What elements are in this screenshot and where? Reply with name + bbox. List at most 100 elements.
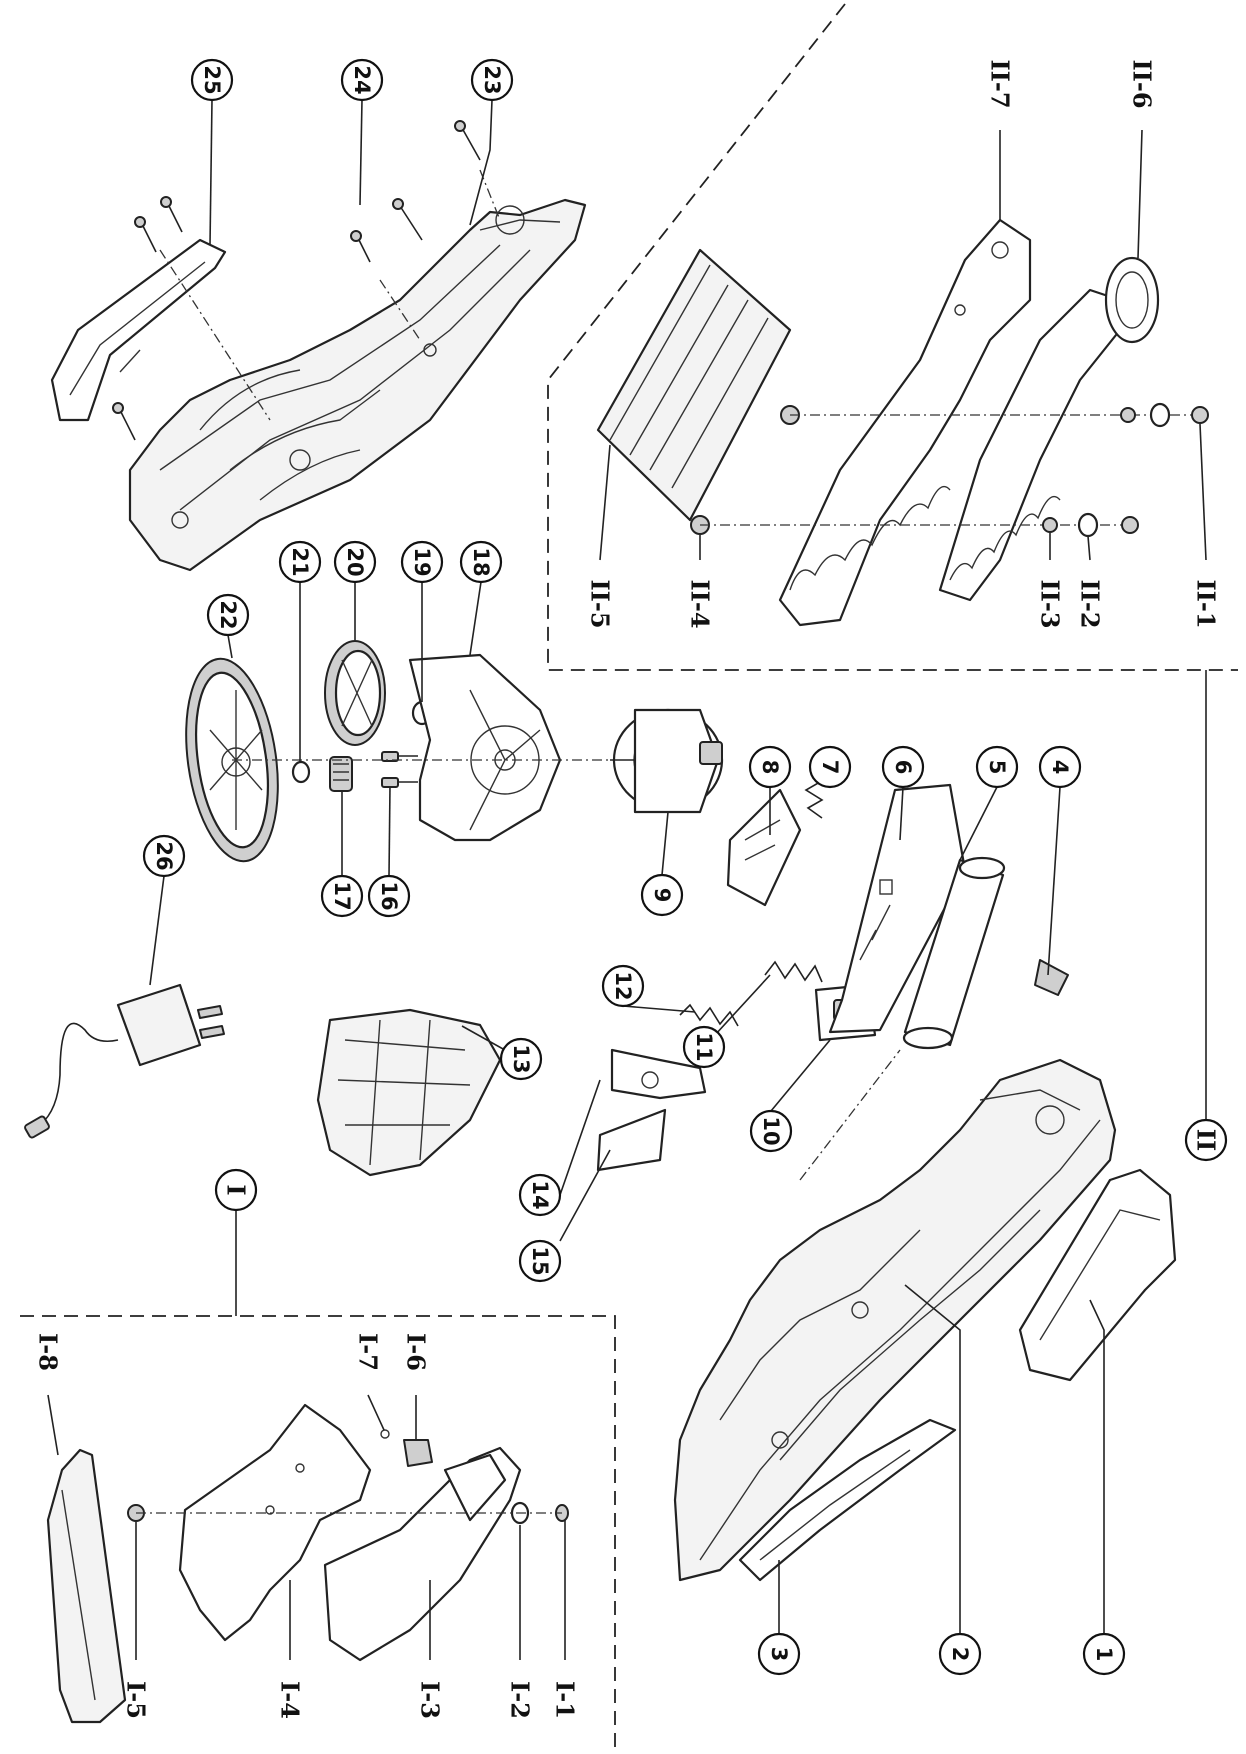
part-21-washer — [291, 760, 311, 784]
callout-11: 11 — [682, 1025, 726, 1069]
part-i-6-knob — [403, 1439, 433, 1467]
callout-8: 8 — [748, 745, 792, 789]
part-ii-5-blade-guard — [596, 248, 792, 522]
part-5-battery — [902, 856, 1006, 1050]
part-8-inner-holder — [726, 788, 802, 907]
label-ii-4: II-4 — [686, 579, 715, 628]
callout-10: 10 — [749, 1109, 793, 1153]
callout-17: 17 — [320, 874, 364, 918]
label-ii-3: II-3 — [1036, 579, 1065, 628]
svg-text:26: 26 — [152, 841, 176, 870]
part-ii-1-locknut — [1121, 406, 1209, 534]
label-ii-6: II-6 — [1128, 59, 1157, 108]
part-6-battery-plate — [828, 783, 967, 1034]
callout-group-i: I — [214, 1168, 258, 1212]
svg-text:5: 5 — [985, 760, 1009, 775]
part-ii-7-upper-blade — [778, 218, 1032, 627]
part-i-3-lower-blade — [323, 1446, 522, 1662]
callout-1: 1 — [1082, 1632, 1126, 1676]
svg-text:18: 18 — [469, 547, 493, 576]
part-i-7-pin — [380, 1429, 390, 1439]
svg-text:20: 20 — [343, 547, 367, 576]
svg-text:12: 12 — [611, 971, 635, 1000]
part-13-battery-cover — [316, 1008, 502, 1177]
callout-14: 14 — [518, 1173, 562, 1217]
callout-25: 25 — [190, 58, 234, 102]
label-i-7: I-7 — [354, 1333, 383, 1371]
callout-13: 13 — [499, 1037, 543, 1081]
callout-9: 9 — [640, 873, 684, 917]
svg-text:1: 1 — [1092, 1647, 1116, 1662]
part-9-motor — [610, 708, 724, 814]
callout-22: 22 — [206, 593, 250, 637]
svg-text:16: 16 — [377, 881, 401, 910]
callout-20: 20 — [333, 540, 377, 584]
svg-text:21: 21 — [288, 547, 312, 576]
part-12-spring — [679, 1003, 739, 1027]
part-11-spring — [764, 960, 823, 983]
callout-21: 21 — [278, 540, 322, 584]
group-i-frame — [20, 1315, 616, 1754]
label-ii-7: II-7 — [986, 59, 1015, 108]
callout-19: 19 — [400, 540, 444, 584]
part-3-side-trim — [738, 1418, 957, 1582]
part-ii-4-bolt — [690, 405, 800, 535]
label-i-2: I-2 — [506, 1681, 535, 1719]
part-17-pinion — [329, 756, 353, 792]
callout-16: 16 — [367, 874, 411, 918]
label-i-8: I-8 — [34, 1333, 63, 1371]
svg-text:25: 25 — [200, 65, 224, 94]
callout-6: 6 — [881, 745, 925, 789]
part-i-4-shear-blade — [178, 1403, 372, 1642]
svg-text:15: 15 — [528, 1246, 552, 1275]
part-15-blade-guard — [596, 1108, 667, 1172]
svg-text:2: 2 — [948, 1647, 972, 1662]
callout-4: 4 — [1038, 745, 1082, 789]
callout-bubbles: 1 2 3 4 5 6 7 8 9 10 11 12 13 14 15 16 1… — [142, 58, 1228, 1676]
svg-text:13: 13 — [509, 1044, 533, 1073]
svg-text:4: 4 — [1048, 760, 1072, 775]
callout-23: 23 — [470, 58, 514, 102]
part-26-charger — [24, 983, 225, 1139]
part-25-handle — [50, 238, 227, 422]
part-housing-back-shell — [128, 198, 587, 572]
label-ii-5: II-5 — [586, 579, 615, 628]
svg-text:10: 10 — [759, 1116, 783, 1145]
leader-lines — [149, 99, 1207, 1634]
svg-text:7: 7 — [818, 760, 842, 775]
callout-2: 2 — [938, 1632, 982, 1676]
part-1-end-cap — [1018, 1168, 1177, 1382]
label-ii-1: II-1 — [1192, 579, 1221, 628]
svg-text:19: 19 — [410, 547, 434, 576]
svg-text:22: 22 — [216, 600, 240, 629]
svg-text:II: II — [1192, 1129, 1221, 1151]
group-i-labels: I-1 I-2 I-3 I-4 I-5 I-6 I-7 I-8 — [34, 1333, 580, 1719]
group-ii-labels: II-1 II-2 II-3 II-4 II-5 II-6 II-7 — [586, 59, 1221, 628]
label-i-1: I-1 — [551, 1681, 580, 1719]
label-i-5: I-5 — [122, 1681, 151, 1719]
callout-18: 18 — [459, 540, 503, 584]
callout-12: 12 — [601, 964, 645, 1008]
label-i-3: I-3 — [416, 1681, 445, 1719]
part-16-screws — [381, 751, 418, 788]
part-20-intermediate-gear — [324, 640, 386, 746]
callout-3: 3 — [757, 1632, 801, 1676]
label-i-6: I-6 — [402, 1333, 431, 1371]
svg-text:6: 6 — [891, 760, 915, 775]
part-2-front-shell — [673, 1058, 1117, 1582]
part-ii-2-washer — [1077, 402, 1171, 538]
svg-text:3: 3 — [767, 1647, 791, 1662]
group-ii-frame — [547, 3, 1238, 671]
label-ii-2: II-2 — [1076, 579, 1105, 628]
svg-text:14: 14 — [528, 1180, 552, 1209]
svg-text:11: 11 — [692, 1032, 716, 1061]
part-ii-6-lower-blade — [938, 256, 1160, 602]
callout-group-ii: II — [1184, 1118, 1228, 1162]
svg-text:17: 17 — [330, 881, 354, 910]
svg-text:23: 23 — [480, 65, 504, 94]
callout-24: 24 — [340, 58, 384, 102]
svg-text:24: 24 — [350, 65, 374, 94]
label-i-4: I-4 — [276, 1681, 305, 1719]
svg-text:8: 8 — [758, 760, 782, 775]
